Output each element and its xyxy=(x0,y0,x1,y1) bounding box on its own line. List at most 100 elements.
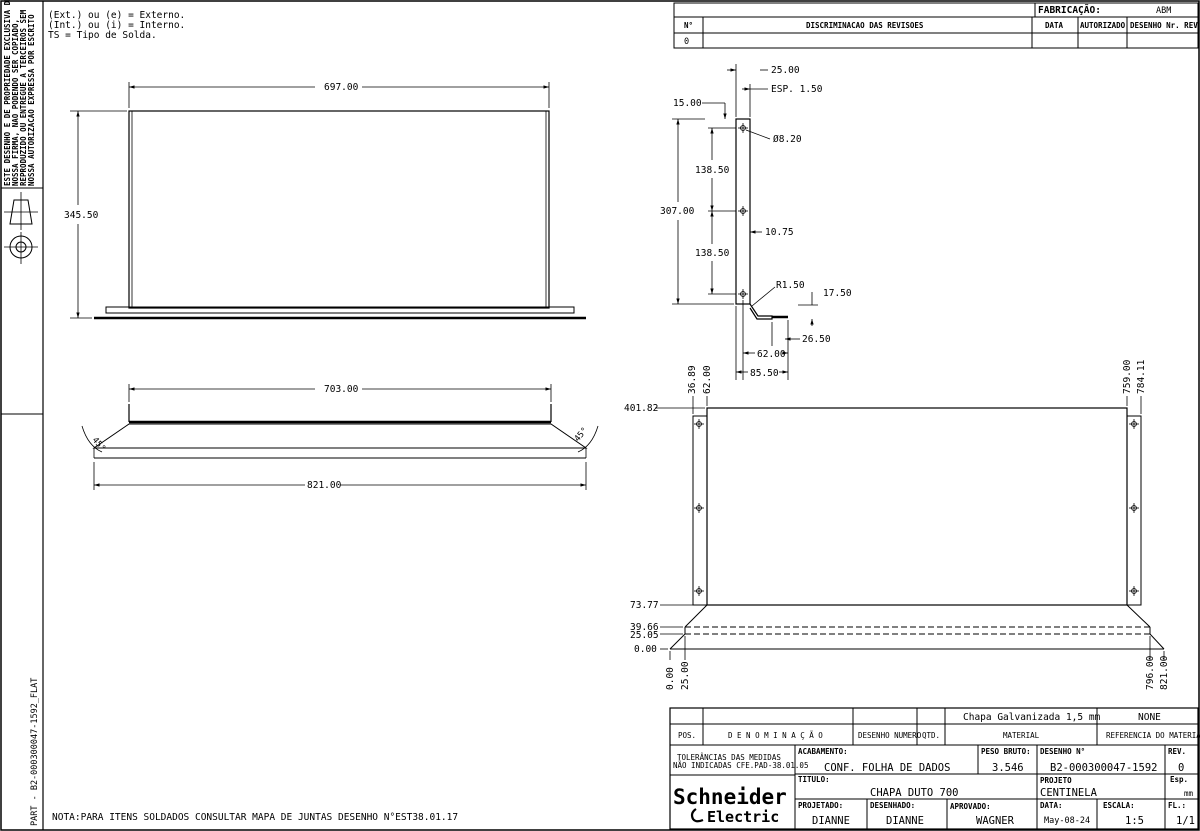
peso-label: PESO BRUTO: xyxy=(981,747,1031,756)
dim-profile-r150: R1.50 xyxy=(776,280,805,291)
part-label: PART - B2-000300047-1592_FLAT xyxy=(30,678,40,826)
data-value: May-08-24 xyxy=(1044,816,1090,826)
tolerancias-line-1: TOLERÂNCIAS DAS MEDIDAS xyxy=(677,753,781,762)
header-material: MATERIAL xyxy=(1003,731,1040,740)
dim-profile-15: 15.00 xyxy=(673,98,702,109)
peso-value: 3.546 xyxy=(992,762,1024,774)
flat-bottom-dim-1: 0.00 xyxy=(665,667,676,690)
esp-unit: mm xyxy=(1184,789,1194,798)
rev-header-discriminacao: DISCRIMINACAO DAS REVISOES xyxy=(806,21,924,30)
dim-profile-1075: 10.75 xyxy=(765,227,794,238)
escala-value: 1:5 xyxy=(1125,815,1144,827)
rev-header-no: N° xyxy=(684,21,693,30)
escala-label: ESCALA: xyxy=(1103,801,1135,810)
header-qtd: QTD. xyxy=(922,731,940,740)
electric-logo-icon xyxy=(690,808,704,823)
notice-line-1: ESTE DESENHO E DE PROPRIEDADE EXCLUSIVA … xyxy=(3,0,12,186)
dim-profile-138-a: 138.50 xyxy=(695,165,730,176)
dim-top-inner: 703.00 xyxy=(324,384,359,395)
notice-line-2: NOSSA FIRMA, NAO PODENDO SER COPIADO, xyxy=(11,19,20,186)
titulo-value: CHAPA DUTO 700 xyxy=(870,787,959,799)
rev-label: REV. xyxy=(1168,747,1186,756)
hole-marker-top xyxy=(738,123,748,133)
aprovado-label: APROVADO: xyxy=(950,802,991,811)
dim-profile-8550: 85.50 xyxy=(750,368,779,379)
dim-profile-1750: 17.50 xyxy=(823,288,852,299)
dim-profile-62: 62.00 xyxy=(757,349,786,360)
flat-bottom-dim-3: 796.00 xyxy=(1145,655,1156,690)
front-view: 697.00 345.50 xyxy=(64,82,586,320)
dim-profile-307: 307.00 xyxy=(660,206,695,217)
flat-holes xyxy=(694,419,1139,596)
hole-marker-bottom xyxy=(738,289,748,299)
desenhado-label: DESENHADO: xyxy=(870,801,915,810)
fl-value: 1/1 xyxy=(1176,815,1195,827)
projetado-value: DIANNE xyxy=(812,815,850,827)
dim-profile-hole: Ø8.20 xyxy=(773,134,802,145)
flat-left-dim-1: 401.82 xyxy=(624,403,658,414)
rev-row-0-no: 0 xyxy=(684,37,689,47)
legend-line-1: (Ext.) ou (e) = Externo. xyxy=(48,10,185,21)
projeto-label: PROJETO xyxy=(1040,776,1072,785)
dim-front-height: 345.50 xyxy=(64,210,99,221)
fabricacao-value: ABM xyxy=(1156,6,1171,16)
dim-profile-2650: 26.50 xyxy=(802,334,831,345)
rev-header-desenho: DESENHO Nr. REV xyxy=(1130,21,1198,30)
fabricacao-label: FABRICAÇÃO: xyxy=(1038,5,1101,16)
aprovado-value: WAGNER xyxy=(976,815,1015,827)
dim-top-outer: 821.00 xyxy=(307,480,342,491)
revision-block: FABRICAÇÃO: ABM N° DISCRIMINACAO DAS REV… xyxy=(673,2,1199,49)
projeto-value: CENTINELA xyxy=(1040,787,1098,799)
material-value: Chapa Galvanizada 1,5 mm xyxy=(963,712,1101,723)
left-sidebar: ESTE DESENHO E DE PROPRIEDADE EXCLUSIVA … xyxy=(1,0,44,830)
flat-left-dim-2: 73.77 xyxy=(630,600,659,611)
flat-left-dim-4: 25.05 xyxy=(630,630,659,641)
flat-top-dim-4: 784.11 xyxy=(1136,359,1147,394)
titulo-label: TITULO: xyxy=(798,775,830,784)
dim-profile-25: 25.00 xyxy=(771,65,800,76)
header-referencia: REFERENCIA DO MATERIAL xyxy=(1106,731,1200,740)
tolerancias-line-2: NÃO INDICADAS CFE.PAD-38.01.05 xyxy=(673,761,808,770)
acabamento-value: CONF. FOLHA DE DADOS xyxy=(824,762,950,774)
flat-left-dim-3: 39.66 xyxy=(630,622,659,633)
header-desenho-numero: DESENHO NUMERO xyxy=(858,731,922,740)
angle-left: 45° xyxy=(90,436,108,454)
flat-pattern-view: 401.82 73.77 39.66 25.05 0.00 36.89 62.0… xyxy=(624,359,1170,690)
desenho-label: DESENHO N° xyxy=(1040,747,1085,756)
dim-profile-138-b: 138.50 xyxy=(695,248,730,259)
top-view: 703.00 821.00 45° 45° xyxy=(81,384,599,491)
flat-left-dim-5: 0.00 xyxy=(634,644,657,655)
header-pos: POS. xyxy=(678,731,696,740)
flat-bottom-dim-2: 25.00 xyxy=(680,661,691,690)
dim-front-width: 697.00 xyxy=(324,82,359,93)
logo-electric: Electric xyxy=(707,808,779,826)
rev-value: 0 xyxy=(1178,762,1184,774)
flat-top-dim-3: 759.00 xyxy=(1122,359,1133,394)
flat-top-dim-2: 62.00 xyxy=(702,365,713,394)
title-block: Chapa Galvanizada 1,5 mm NONE POS. D E N… xyxy=(669,707,1200,830)
acabamento-label: ACABAMENTO: xyxy=(798,747,848,756)
notice-line-4: NOSSA AUTORIZACAO EXPRESSA POR ESCRITO xyxy=(27,14,36,186)
hole-marker-mid xyxy=(738,206,748,216)
projetado-label: PROJETADO: xyxy=(798,801,843,810)
fl-label: FL.: xyxy=(1168,801,1186,810)
rev-header-autorizado: AUTORIZADO xyxy=(1080,21,1126,30)
data-label: DATA: xyxy=(1040,801,1063,810)
esp-label: Esp. xyxy=(1170,775,1188,784)
projection-symbol-icon xyxy=(4,192,38,264)
bottom-note: NOTA:PARA ITENS SOLDADOS CONSULTAR MAPA … xyxy=(52,812,458,823)
flat-top-dim-1: 36.89 xyxy=(687,365,698,394)
legend-line-2: (Int.) ou (i) = Interno. xyxy=(48,20,185,31)
legend-line-3: TS = Tipo de Solda. xyxy=(48,30,157,41)
desenhado-value: DIANNE xyxy=(886,815,924,827)
profile-view: 25.00 ESP. 1.50 15.00 Ø8.20 138.50 138.5… xyxy=(660,64,852,380)
flat-bottom-dim-4: 821.00 xyxy=(1159,655,1170,690)
notice-line-3: REPRODUZIDO OU ENTREGUE A TERCEIROS SEM xyxy=(19,9,28,186)
header-denominacao: D E N O M I N A Ç Ã O xyxy=(728,731,823,740)
desenho-value: B2-000300047-1592 xyxy=(1050,762,1157,774)
logo-schneider: Schneider xyxy=(673,785,787,809)
ref-value: NONE xyxy=(1138,712,1161,723)
dim-profile-esp: ESP. 1.50 xyxy=(771,84,823,95)
